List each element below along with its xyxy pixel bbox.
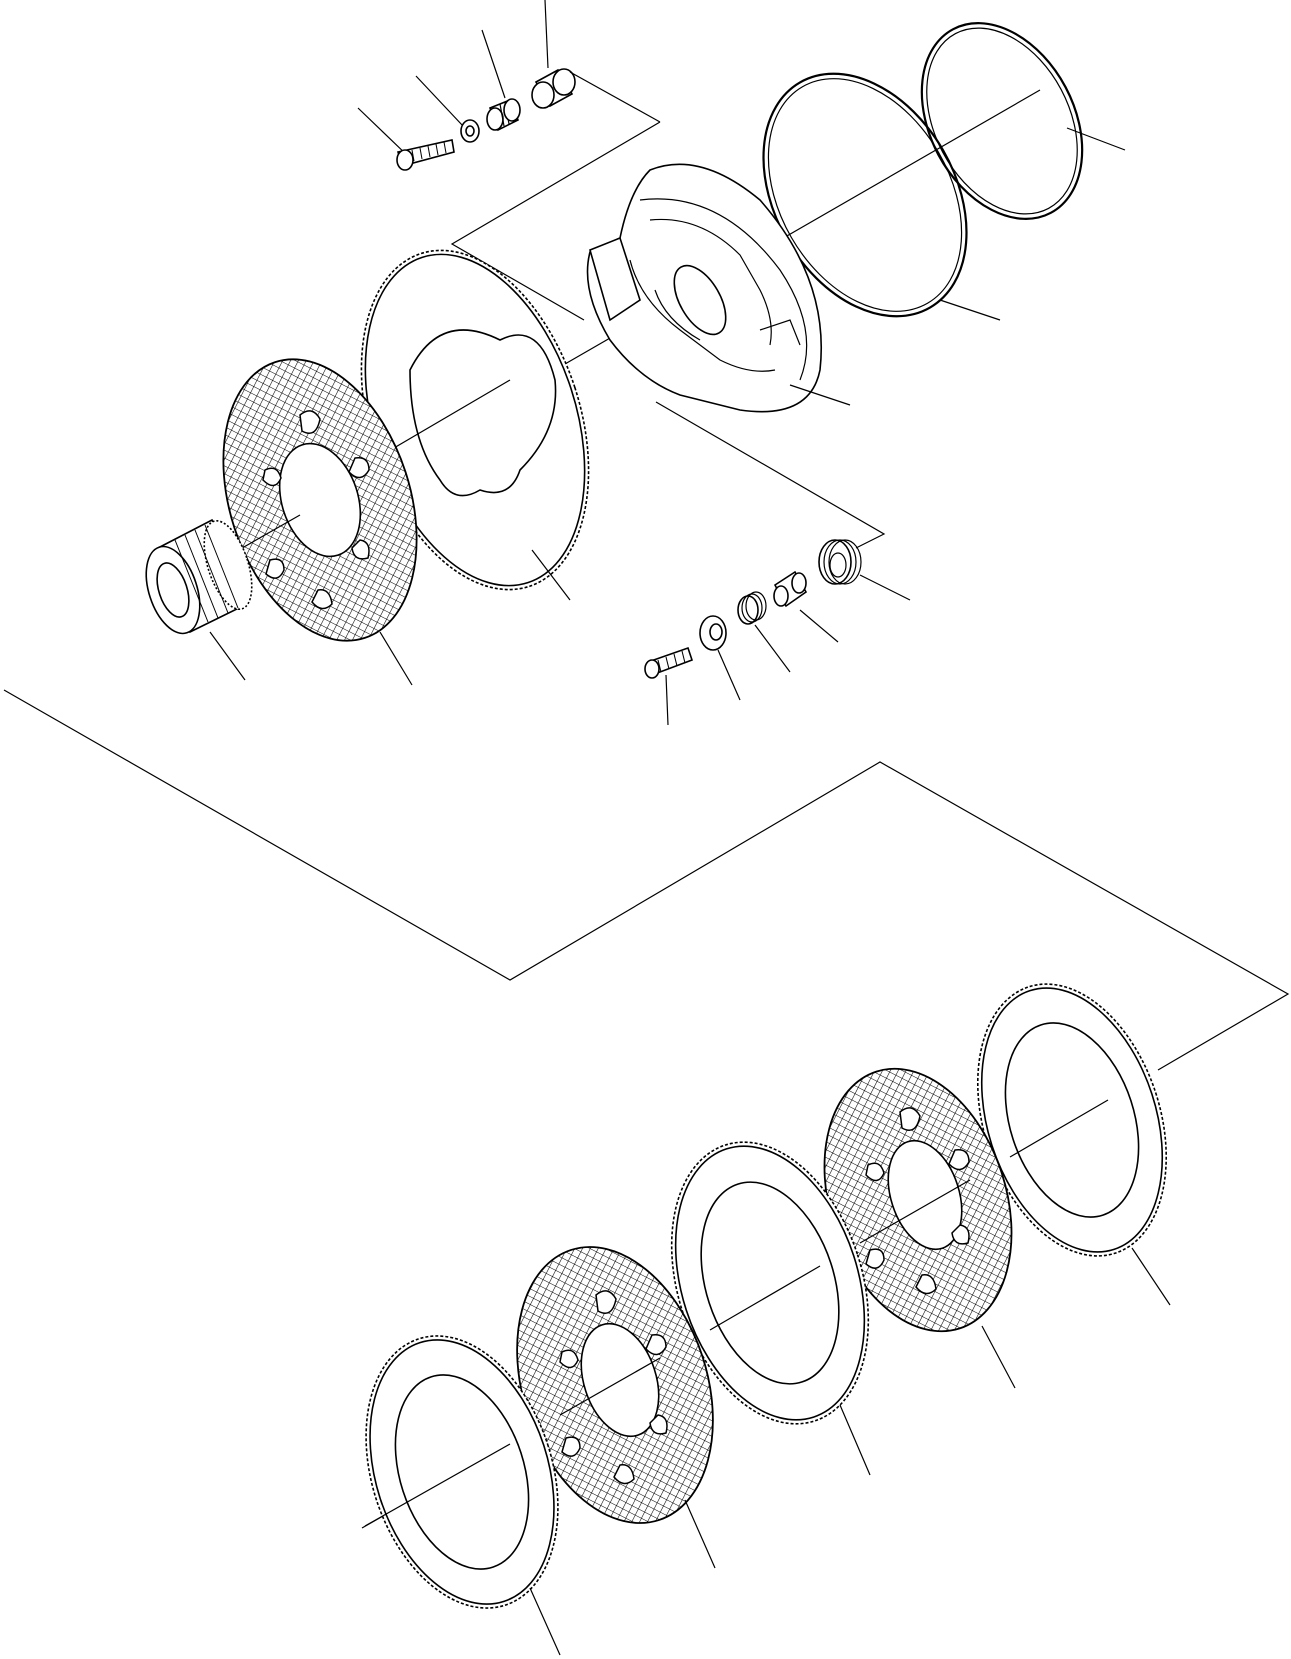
spring-lower-large-icon <box>818 539 911 601</box>
sleeve-upper-icon <box>531 0 661 123</box>
separator-plate-2-icon <box>670 1141 871 1476</box>
bolt-lower-icon <box>644 646 694 726</box>
spring-lower-small-icon <box>737 591 791 673</box>
spacer-lower-icon <box>773 570 839 643</box>
spring-upper-icon <box>481 29 521 132</box>
nut-lower-icon <box>699 615 741 701</box>
separator-plate-3-icon <box>976 983 1171 1306</box>
separator-plate-1-icon <box>365 1335 561 1656</box>
friction-disc-1-icon <box>516 1246 716 1569</box>
washer-upper-icon <box>415 75 480 143</box>
seal-ring-outer-icon <box>920 22 1126 220</box>
piston-housing-icon <box>586 163 851 413</box>
friction-disc-top-icon <box>222 358 418 686</box>
separator-plate-top-icon <box>360 249 590 601</box>
hub-gear-icon <box>145 518 253 681</box>
bolt-upper-icon <box>357 107 455 171</box>
